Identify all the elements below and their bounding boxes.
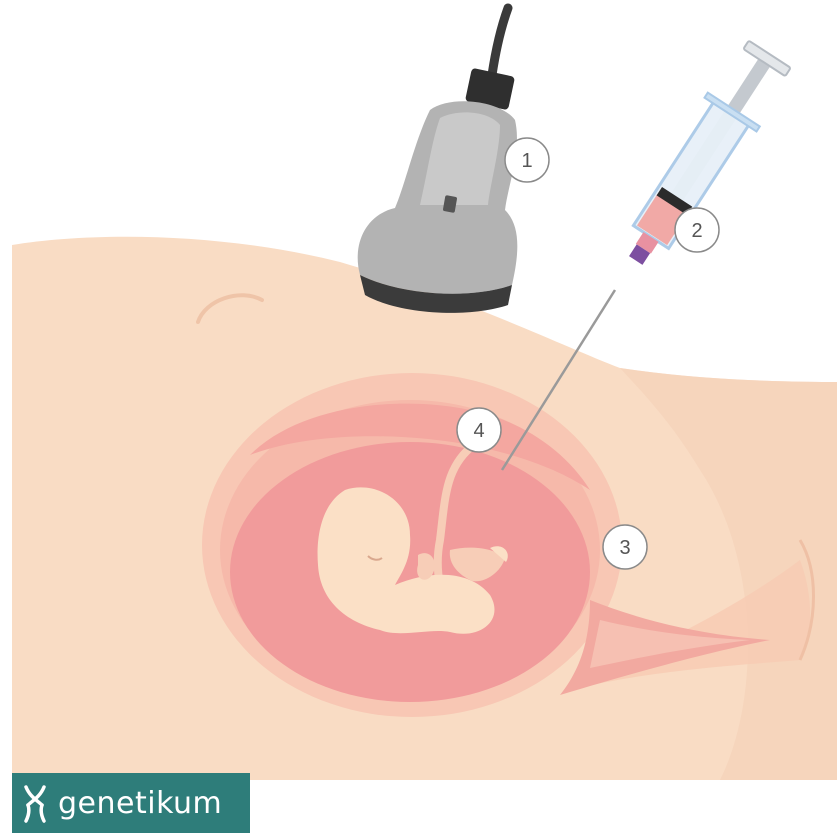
callout-1: 1 bbox=[505, 138, 549, 182]
callout-2-label: 2 bbox=[691, 220, 702, 242]
callout-1-label: 1 bbox=[521, 150, 532, 172]
probe-cable bbox=[492, 8, 508, 75]
amniotic-sac bbox=[230, 442, 590, 702]
genetikum-logo: genetikum bbox=[12, 773, 250, 833]
callout-3: 3 bbox=[603, 525, 647, 569]
callout-3-label: 3 bbox=[619, 537, 630, 559]
callout-4: 4 bbox=[457, 408, 501, 452]
callout-2: 2 bbox=[675, 208, 719, 252]
logo-wordmark: genetikum bbox=[58, 786, 222, 821]
ultrasound-probe bbox=[358, 8, 518, 313]
callout-4-label: 4 bbox=[473, 420, 484, 442]
chromosome-icon bbox=[20, 783, 50, 823]
